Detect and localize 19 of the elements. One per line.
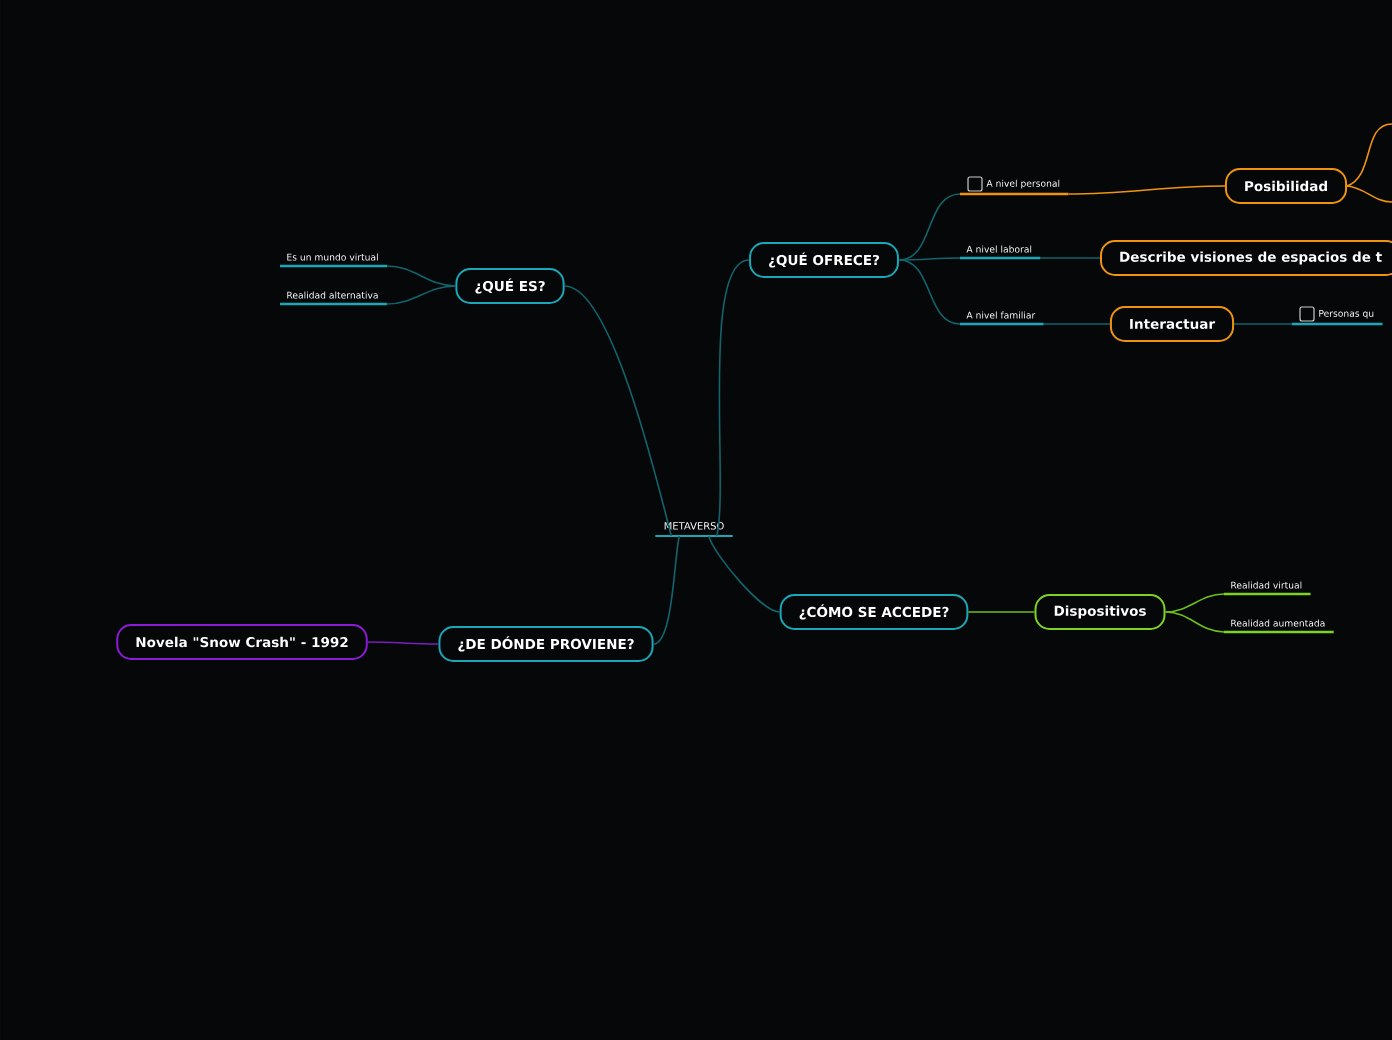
connector-line (967, 611, 1036, 613)
connector-line (1233, 323, 1293, 325)
connector-line (366, 641, 440, 645)
connector-line (898, 257, 961, 261)
connector-line (1346, 185, 1392, 203)
connector-line (898, 259, 961, 325)
connector-line (1067, 185, 1226, 195)
connector-line (1042, 323, 1111, 325)
connector-line (386, 285, 457, 305)
connector-line (715, 259, 750, 537)
connector-line (1346, 123, 1392, 187)
connector-line (1164, 611, 1225, 633)
connector-line (563, 285, 673, 537)
connector-line (1164, 593, 1225, 613)
connector-line (386, 265, 457, 287)
connector-line (707, 535, 781, 613)
connector-line (898, 193, 961, 261)
connector-line (1039, 257, 1101, 259)
connector-line (652, 535, 681, 645)
